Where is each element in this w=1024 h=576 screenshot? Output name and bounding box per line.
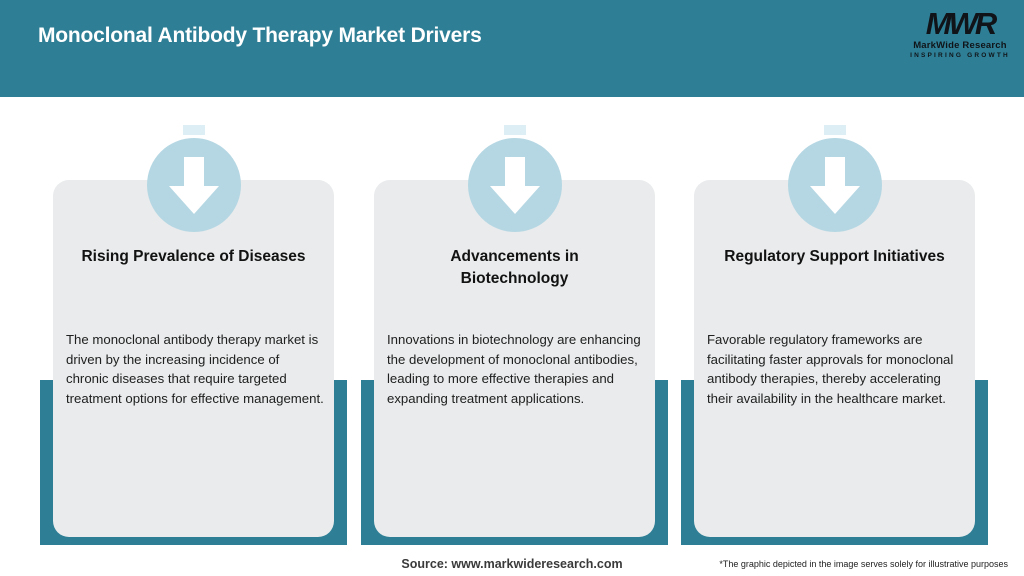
- source-text: Source: www.markwideresearch.com: [401, 557, 623, 571]
- brand-tagline: INSPIRING GROWTH: [910, 52, 1010, 59]
- driver-column: Regulatory Support Initiatives Favorable…: [681, 0, 988, 576]
- brand-logo: MWR MarkWide Research INSPIRING GROWTH: [910, 6, 1010, 60]
- card-title: Rising Prevalence of Diseases: [81, 248, 306, 265]
- down-arrow-icon: [467, 138, 562, 232]
- driver-card: Advancements in Biotechnology Innovation…: [374, 180, 655, 537]
- brand-monogram: MWR: [925, 6, 997, 41]
- driver-column: Advancements in Biotechnology Innovation…: [361, 0, 668, 576]
- card-body: Favorable regulatory frameworks are faci…: [707, 332, 954, 406]
- header-bar: Monoclonal Antibody Therapy Market Drive…: [0, 0, 1024, 97]
- brand-name: MarkWide Research: [913, 40, 1007, 51]
- arrow-tab-decoration: [823, 125, 846, 135]
- page-title: Monoclonal Antibody Therapy Market Drive…: [38, 24, 482, 47]
- driver-card: Regulatory Support Initiatives Favorable…: [694, 180, 975, 537]
- disclaimer-text: *The graphic depicted in the image serve…: [719, 559, 1008, 569]
- card-body: Innovations in biotechnology are enhanci…: [387, 332, 641, 406]
- card-title: Advancements in Biotechnology: [450, 248, 579, 287]
- driver-column: Rising Prevalence of Diseases The monocl…: [40, 0, 347, 576]
- driver-card: Rising Prevalence of Diseases The monocl…: [53, 180, 334, 537]
- card-body: The monoclonal antibody therapy market i…: [66, 332, 324, 406]
- down-arrow-icon: [146, 138, 241, 232]
- down-arrow-icon: [787, 138, 882, 232]
- card-title: Regulatory Support Initiatives: [724, 248, 945, 265]
- arrow-tab-decoration: [182, 125, 205, 135]
- arrow-tab-decoration: [503, 125, 526, 135]
